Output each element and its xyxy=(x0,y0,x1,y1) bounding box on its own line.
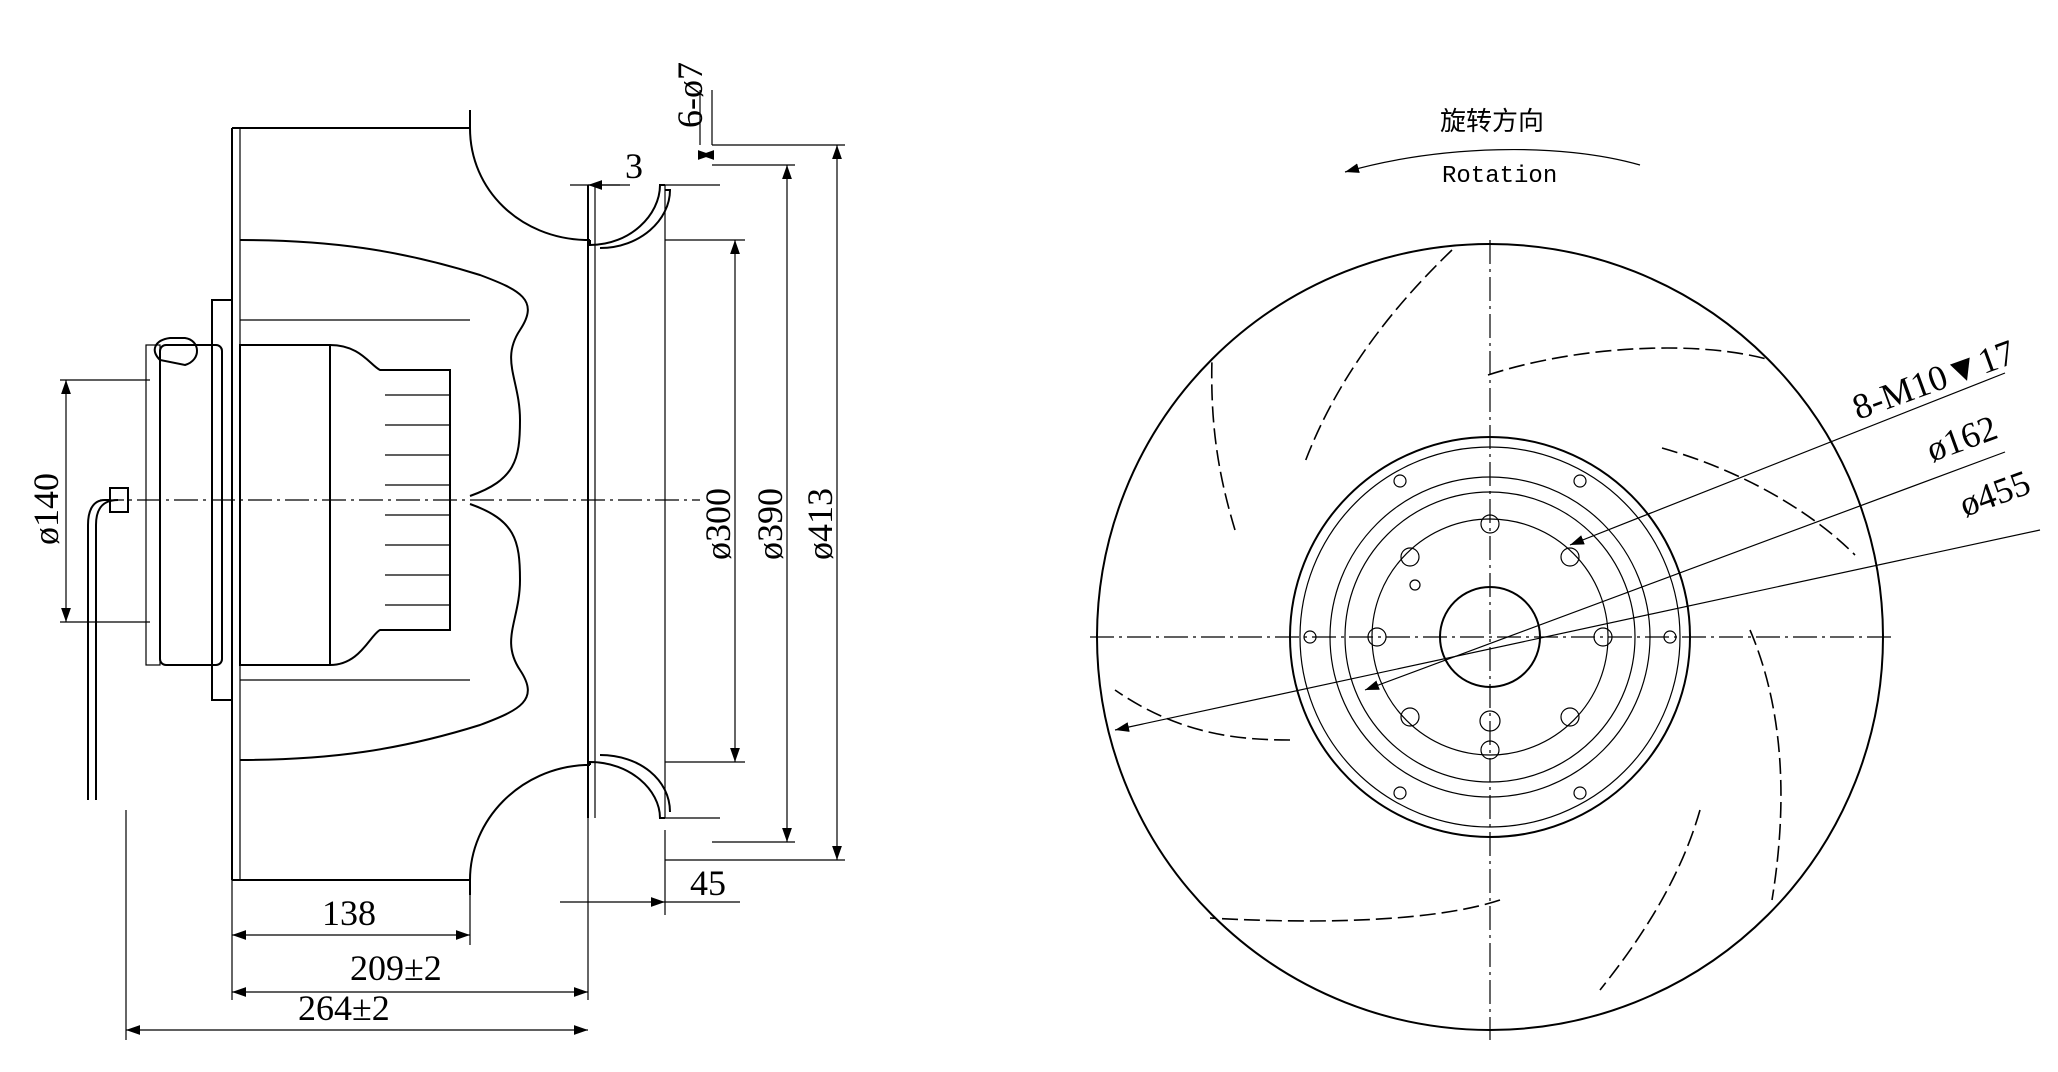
dim-six-holes: 6-ø7 xyxy=(670,62,710,128)
cable-gland xyxy=(153,337,198,367)
dim-45: 45 xyxy=(690,863,726,903)
dim-d162: ø162 xyxy=(1921,407,2002,469)
mounting-holes-6 xyxy=(1303,474,1677,800)
side-view: ø140 6-ø7 3 ø300 ø390 ø413 45 xyxy=(26,62,845,1040)
dim-3: 3 xyxy=(625,146,643,186)
dim-d455: ø455 xyxy=(1954,462,2035,524)
cable xyxy=(87,499,110,800)
bolt-holes-m10 xyxy=(1367,514,1613,760)
dim-209: 209±2 xyxy=(350,948,442,988)
dim-138: 138 xyxy=(322,893,376,933)
motor-can xyxy=(239,344,331,666)
rotation-label-en: Rotation xyxy=(1442,163,1557,190)
hub-center xyxy=(1439,586,1541,688)
ground-icon xyxy=(1479,710,1501,732)
dim-d300: ø300 xyxy=(698,488,738,560)
hub-ring-outer xyxy=(1289,436,1691,838)
dim-d390: ø390 xyxy=(750,488,790,560)
impeller-blades xyxy=(1114,249,1856,991)
motor-flange xyxy=(211,299,233,701)
dim-264: 264±2 xyxy=(298,988,390,1028)
rotation-label-cn: 旋转方向 xyxy=(1440,107,1544,137)
dim-d413: ø413 xyxy=(800,488,840,560)
dim-d140: ø140 xyxy=(26,473,66,545)
impeller-outer-circle xyxy=(1096,243,1884,1031)
front-view: 旋转方向 Rotation xyxy=(1090,107,2041,1040)
rotation-arrow-icon xyxy=(1344,148,1641,173)
dim-bolts: 8-M10▼17 xyxy=(1847,332,2020,428)
